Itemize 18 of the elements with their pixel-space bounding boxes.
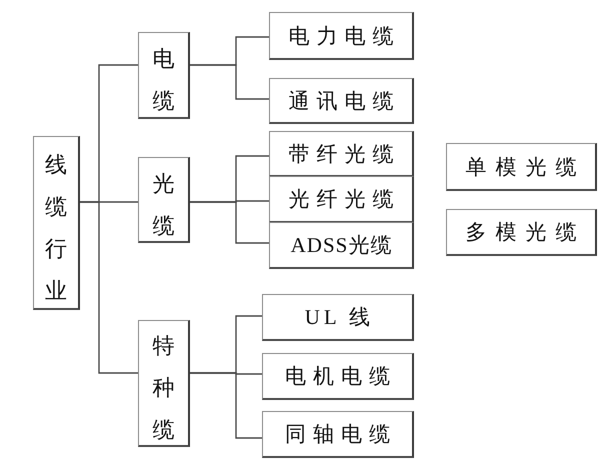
category-box: ADSS光缆 xyxy=(269,222,414,269)
connector-line xyxy=(190,372,262,439)
category-box: 多模光缆 xyxy=(446,209,597,256)
category-box: 通讯电缆 xyxy=(269,78,414,124)
connector-line xyxy=(80,201,138,374)
category-box: UL 线 xyxy=(262,294,414,341)
category-box: 特种缆 xyxy=(138,320,190,447)
category-box: 带纤光缆 xyxy=(269,131,414,177)
category-box: 光缆 xyxy=(138,157,190,243)
category-box: 电力电缆 xyxy=(269,12,414,60)
connector-line xyxy=(190,64,269,100)
category-box: 光纤光缆 xyxy=(269,176,414,223)
category-box: 电缆 xyxy=(138,32,190,119)
connector-line xyxy=(190,201,269,244)
category-box: 线缆行业 xyxy=(33,136,80,310)
category-box: 电机电缆 xyxy=(262,353,414,400)
category-box: 同轴电缆 xyxy=(262,411,414,458)
category-box: 单模光缆 xyxy=(446,143,597,191)
